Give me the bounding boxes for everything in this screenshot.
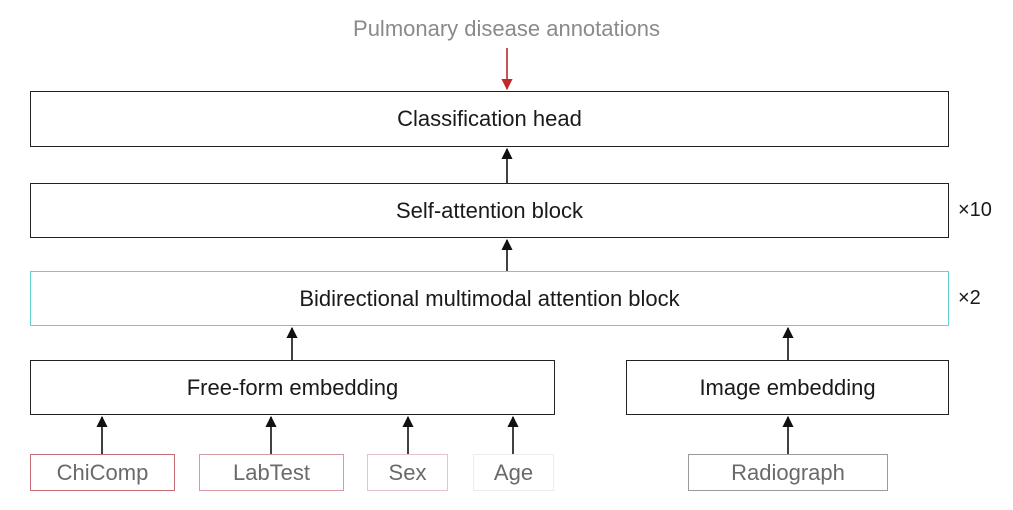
self-attention-box: Self-attention block bbox=[30, 183, 949, 238]
image-embedding-label: Image embedding bbox=[699, 374, 876, 400]
input-age: Age bbox=[473, 454, 554, 491]
input-radiograph-label: Radiograph bbox=[731, 459, 845, 485]
self-attention-multiplier: ×10 bbox=[958, 199, 992, 221]
classification-head-box: Classification head bbox=[30, 91, 949, 147]
bidirectional-attention-box: Bidirectional multimodal attention block bbox=[30, 271, 949, 326]
bidirectional-multiplier: ×2 bbox=[958, 287, 981, 309]
input-age-label: Age bbox=[493, 459, 534, 485]
free-form-embedding-label: Free-form embedding bbox=[186, 374, 399, 400]
free-form-embedding-box: Free-form embedding bbox=[30, 360, 555, 415]
input-labtest-label: LabTest bbox=[232, 459, 311, 485]
input-chicomp-label: ChiComp bbox=[56, 459, 149, 485]
bidirectional-attention-label: Bidirectional multimodal attention block bbox=[299, 285, 680, 311]
input-labtest: LabTest bbox=[199, 454, 344, 491]
target-label: Pulmonary disease annotations bbox=[353, 16, 660, 41]
input-radiograph: Radiograph bbox=[688, 454, 888, 491]
classification-head-label: Classification head bbox=[397, 106, 582, 131]
input-sex: Sex bbox=[367, 454, 448, 491]
self-attention-label: Self-attention block bbox=[395, 197, 584, 223]
input-sex-label: Sex bbox=[388, 459, 427, 485]
image-embedding-box: Image embedding bbox=[626, 360, 949, 415]
input-chicomp: ChiComp bbox=[30, 454, 175, 491]
